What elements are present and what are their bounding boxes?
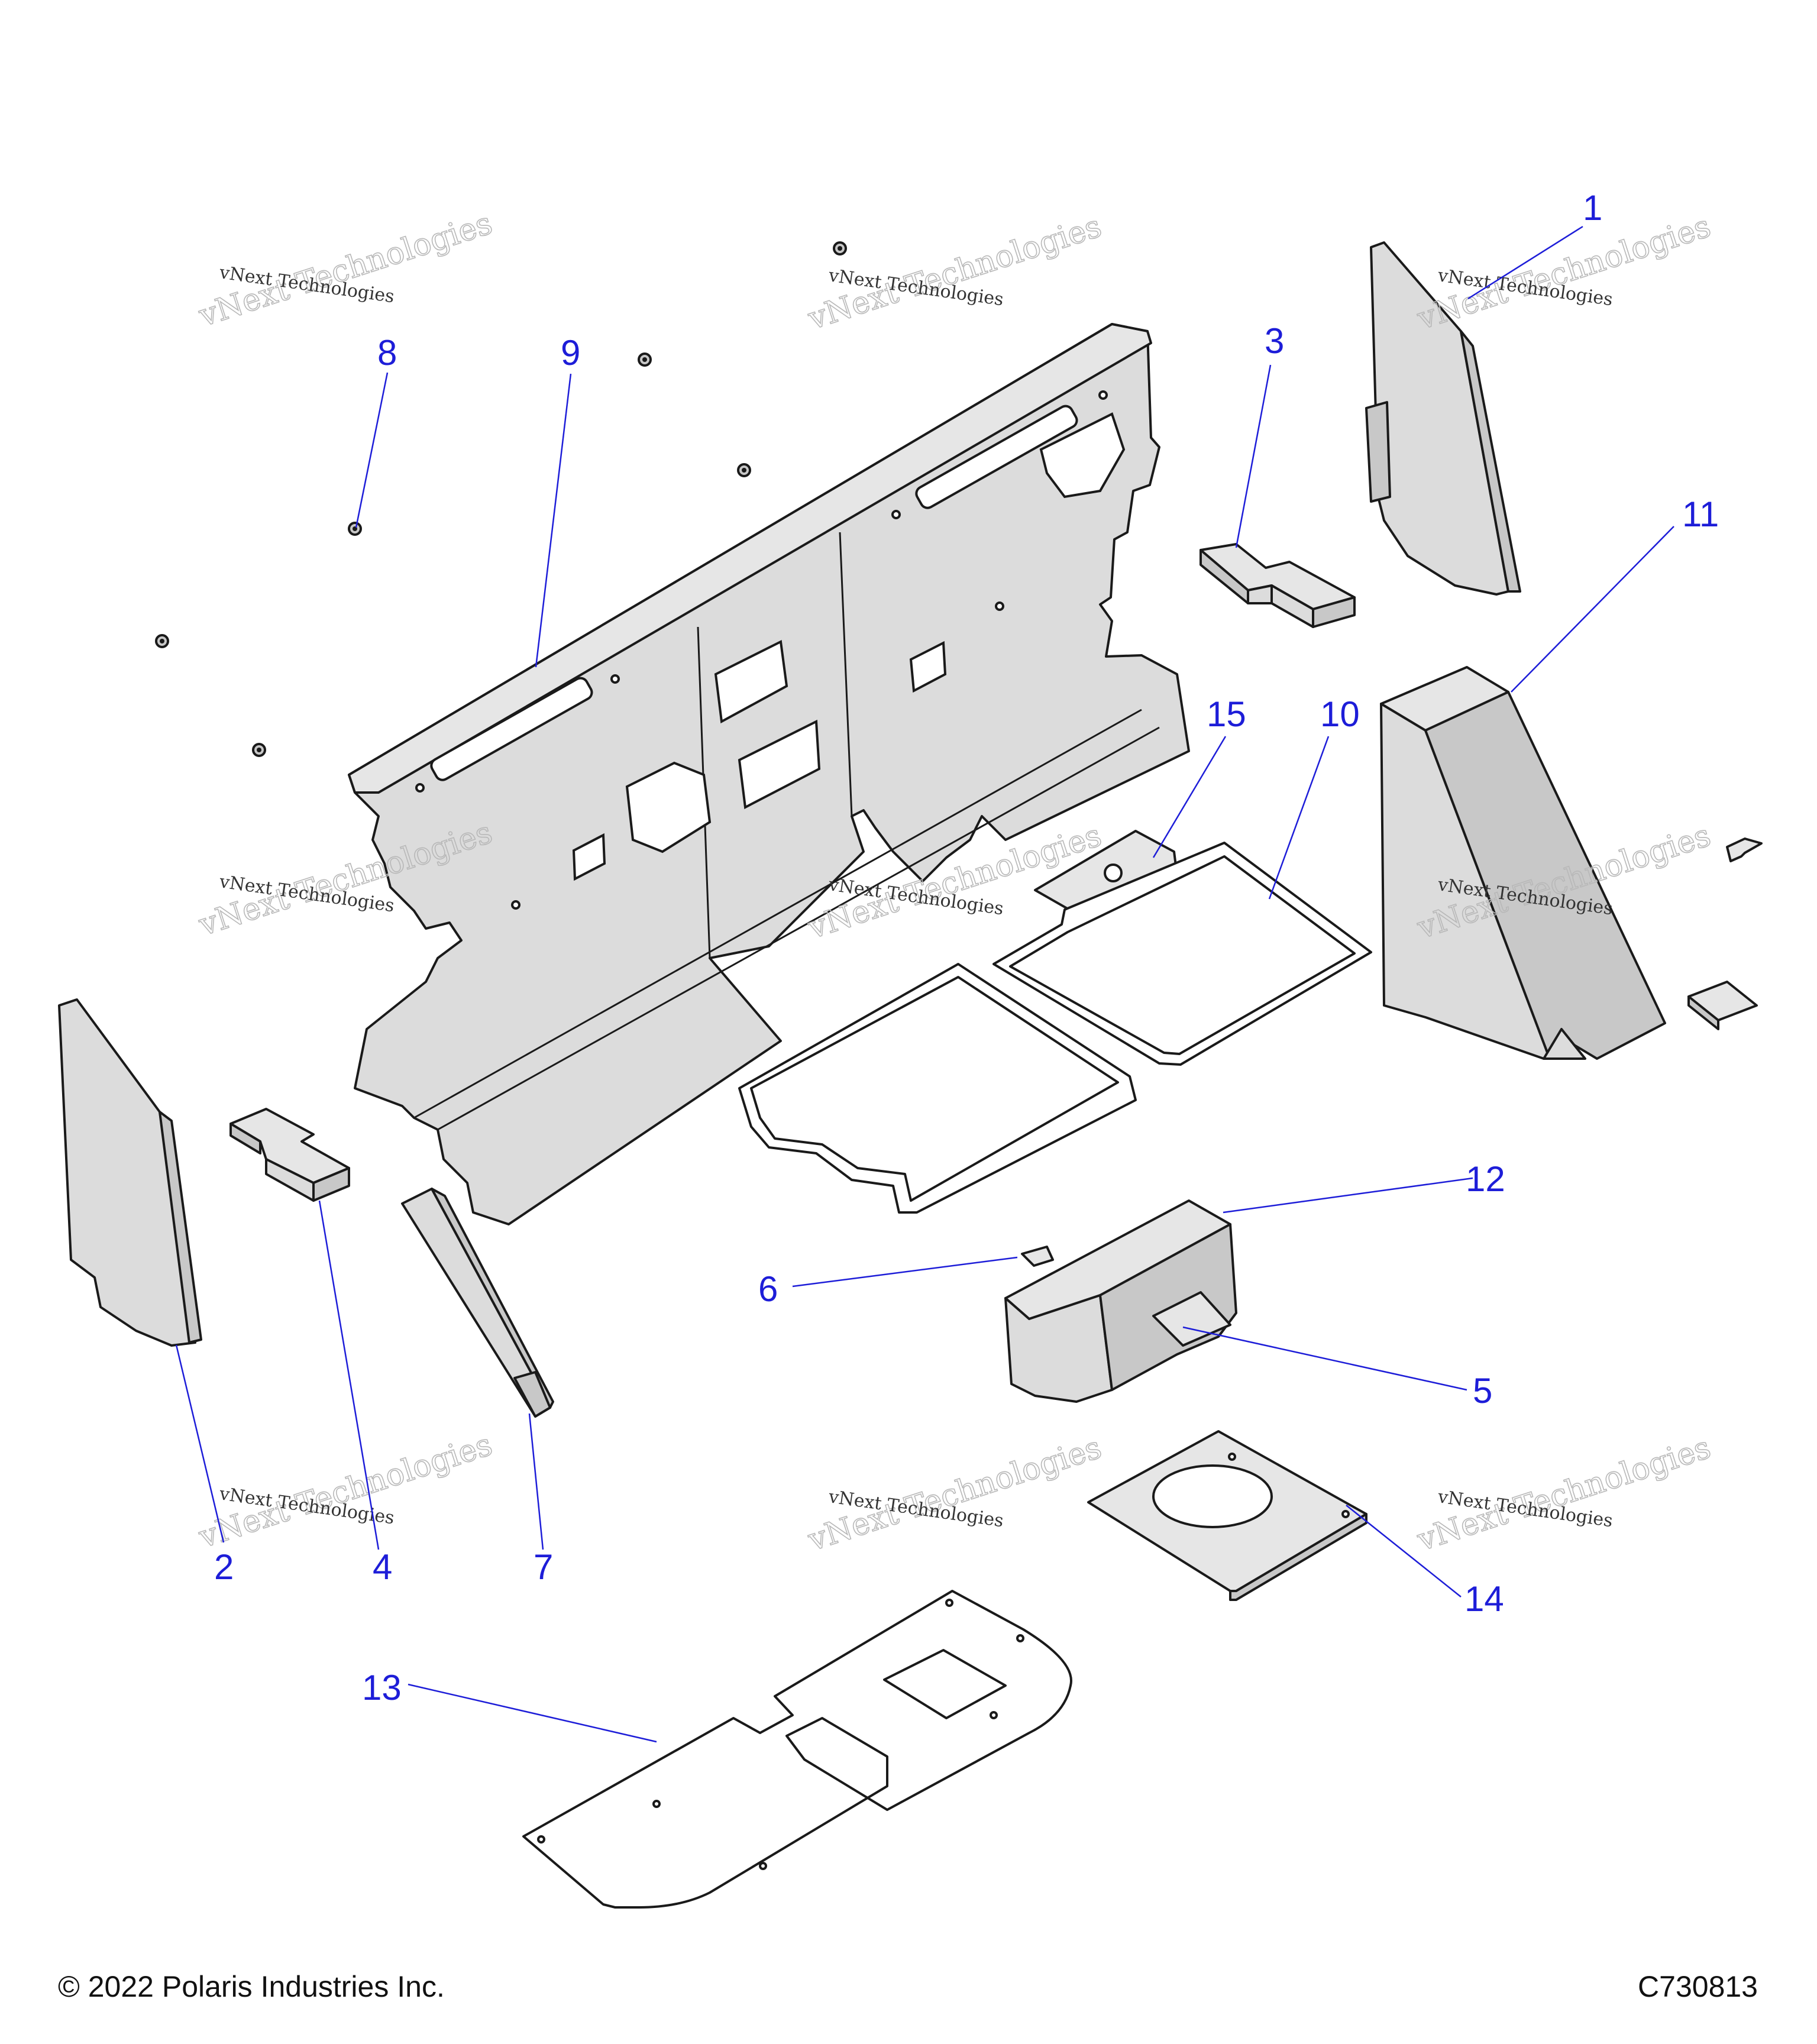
part-4-block — [229, 1108, 350, 1202]
callout-numbers: 1 2 3 4 5 6 7 8 9 10 11 12 13 14 15 — [214, 188, 1719, 1707]
part-12-console-box — [1004, 1199, 1237, 1403]
leader-3 — [1235, 364, 1272, 548]
clip-small-right — [1726, 837, 1763, 862]
leader-13 — [408, 1683, 657, 1743]
leader-8 — [355, 372, 389, 528]
part-2-side-panel-left — [58, 998, 202, 1347]
callout-13: 13 — [362, 1668, 402, 1707]
fastener — [737, 463, 751, 477]
callout-10: 10 — [1320, 694, 1360, 734]
part-13-floor-mat — [522, 1590, 1072, 1909]
callout-7: 7 — [534, 1547, 553, 1587]
part-11-wedge-block — [1380, 666, 1666, 1060]
leader-4 — [318, 1200, 380, 1550]
part-3-block — [1200, 543, 1356, 628]
figure-id: C730813 — [1638, 1970, 1758, 2003]
leader-9 — [535, 373, 572, 668]
leader-5 — [1182, 1326, 1467, 1391]
callout-3: 3 — [1265, 321, 1284, 361]
callout-1: 1 — [1583, 188, 1602, 228]
floor-frame-left — [738, 963, 1137, 1214]
part-1-side-panel-right — [1365, 241, 1521, 596]
leader-12 — [1223, 1177, 1473, 1214]
callout-9: 9 — [561, 333, 580, 373]
leader-1 — [1467, 225, 1583, 300]
leader-14 — [1346, 1505, 1462, 1597]
fastener — [638, 352, 652, 367]
leader-11 — [1511, 526, 1674, 693]
part-6-clip — [1021, 1246, 1054, 1267]
callout-11: 11 — [1682, 494, 1719, 534]
part-5-port — [1152, 1291, 1231, 1347]
pad-small-right — [1687, 981, 1758, 1030]
callout-15: 15 — [1207, 694, 1246, 734]
part-9-rear-panel — [348, 323, 1190, 1225]
part-14-plate — [1087, 1430, 1367, 1601]
callout-5: 5 — [1473, 1371, 1492, 1411]
part-10-frame — [992, 842, 1372, 1066]
fastener — [833, 241, 847, 256]
fastener — [348, 522, 362, 536]
leader-15 — [1152, 736, 1227, 858]
fastener — [252, 743, 266, 757]
callout-8: 8 — [377, 333, 397, 373]
fastener — [155, 634, 169, 648]
callout-12: 12 — [1466, 1159, 1505, 1199]
leader-2 — [175, 1344, 225, 1543]
part-8-fasteners — [155, 241, 847, 757]
leader-lines — [175, 225, 1674, 1743]
callout-14: 14 — [1464, 1579, 1504, 1619]
part-7-foam-strip — [401, 1188, 554, 1418]
leader-10 — [1268, 736, 1330, 900]
callout-2: 2 — [214, 1547, 234, 1587]
leader-7 — [528, 1413, 544, 1550]
leader-6 — [792, 1256, 1018, 1288]
callout-4: 4 — [373, 1547, 392, 1587]
copyright-notice: © 2022 Polaris Industries Inc. — [58, 1970, 445, 2003]
callout-6: 6 — [758, 1269, 778, 1309]
